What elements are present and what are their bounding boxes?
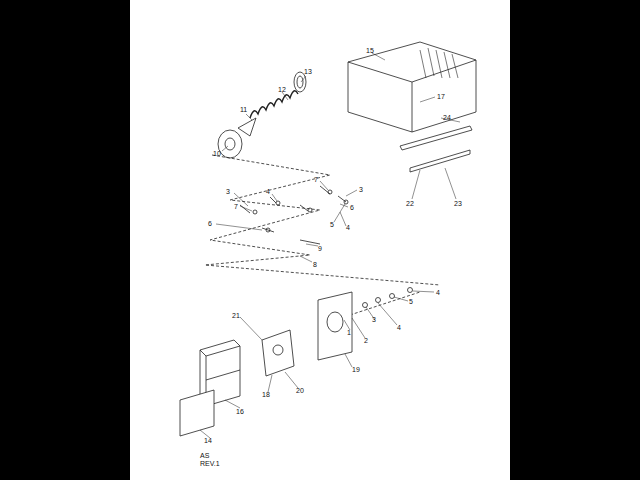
- callout-number: 15: [366, 47, 374, 55]
- callout-number: 8: [313, 261, 317, 269]
- callout-number: 12: [278, 86, 286, 94]
- callout-number: 10: [213, 150, 221, 158]
- callout-number: 3: [359, 186, 363, 194]
- callout-number: 5: [330, 221, 334, 229]
- callout-number: 21: [232, 312, 240, 320]
- callout-number: 5: [409, 298, 413, 306]
- callout-number: 23: [454, 200, 462, 208]
- callout-number: 3: [372, 316, 376, 324]
- callout-number: 9: [318, 245, 322, 253]
- callout-number: 7: [314, 176, 318, 184]
- callout-number: 4: [266, 188, 270, 196]
- callout-number: 4: [346, 224, 350, 232]
- callout-number: 6: [350, 204, 354, 212]
- callout-number: 13: [304, 68, 312, 76]
- callout-number: 11: [240, 106, 247, 114]
- callout-number: 4: [397, 324, 401, 332]
- callout-number: 3: [226, 188, 230, 196]
- callout-number: 24: [443, 114, 451, 122]
- callout-number: 16: [236, 408, 244, 416]
- callout-number: 22: [406, 200, 414, 208]
- callout-number: 18: [262, 391, 270, 399]
- callout-number: 7: [234, 203, 238, 211]
- callout-number: 17: [437, 93, 445, 101]
- callout-number: 4: [436, 289, 440, 297]
- callout-number: 19: [352, 366, 360, 374]
- callout-number: 2: [364, 337, 368, 345]
- callout-number: 14: [204, 437, 212, 445]
- revision-note: AS: [200, 452, 209, 460]
- callout-number: 6: [208, 220, 212, 228]
- revision-note: REV.1: [200, 460, 220, 468]
- callout-number: 1: [347, 329, 351, 337]
- callout-number: 20: [296, 387, 304, 395]
